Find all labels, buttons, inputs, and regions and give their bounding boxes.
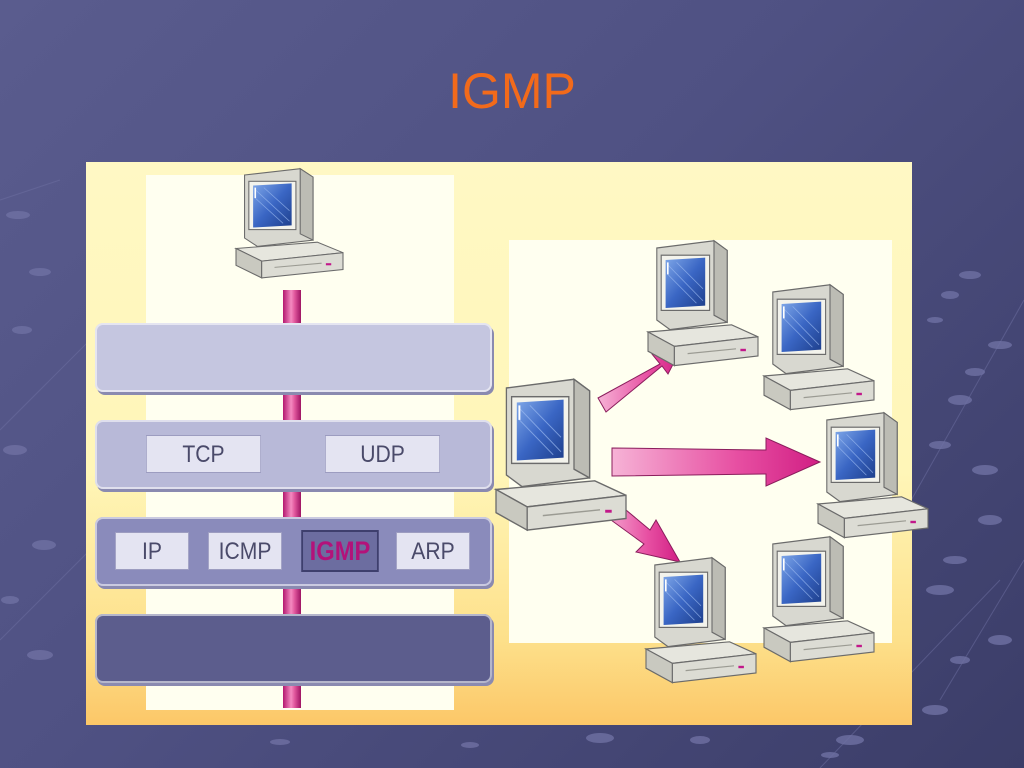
receiver-computer-icon — [817, 411, 929, 539]
internet-layer: IP ICMP IGMP ARP — [95, 517, 492, 586]
receiver-computer-icon — [763, 283, 875, 411]
data-path-pipe — [283, 290, 301, 708]
transport-layer: TCP UDP — [95, 420, 492, 489]
receiver-computer-icon — [647, 239, 759, 367]
protocol-arp: ARP — [396, 532, 470, 570]
receiver-computer-icon — [763, 535, 875, 663]
link-layer — [95, 614, 492, 683]
protocol-udp: UDP — [324, 435, 441, 473]
multicast-arrows — [597, 346, 822, 563]
protocol-igmp: IGMP — [301, 530, 379, 572]
application-layer — [95, 323, 492, 392]
host-computer-icon — [235, 167, 344, 279]
receiver-computer-icon — [645, 556, 757, 684]
protocol-icmp: ICMP — [208, 532, 282, 570]
slide-title: IGMP — [448, 63, 576, 119]
protocol-tcp: TCP — [145, 435, 262, 473]
protocol-ip: IP — [115, 532, 189, 570]
